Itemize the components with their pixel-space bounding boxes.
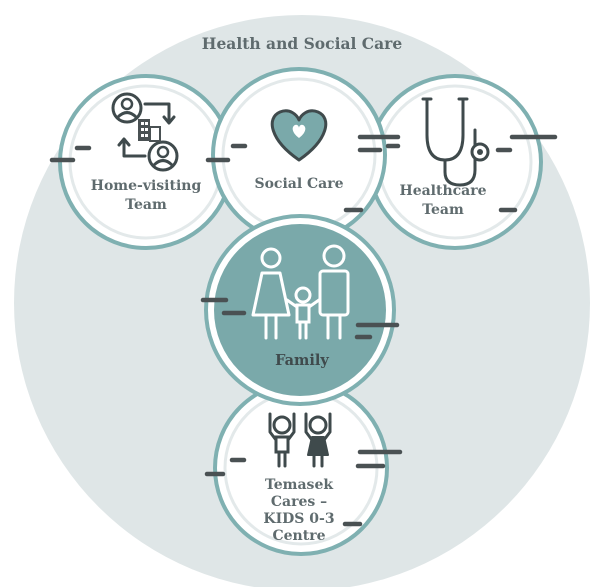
family-label: Family: [275, 352, 329, 369]
home-visiting-label-line2: Team: [125, 197, 167, 213]
home-visiting-node: Home-visiting Team: [58, 74, 234, 250]
stethoscope-icon: [421, 97, 490, 187]
healthcare-label-line1: Healthcare: [399, 183, 486, 199]
temasek-label-line1: Temasek: [265, 477, 333, 493]
connector-dashes: [49, 134, 558, 527]
healthcare-label-line2: Team: [422, 202, 464, 218]
healthcare-node: Healthcare Team: [367, 74, 543, 250]
home-visiting-inner: [68, 84, 224, 240]
heart-icon: [270, 109, 328, 162]
family-icon: [251, 244, 350, 340]
outer-circle-label: Health and Social Care: [202, 34, 403, 53]
social-care-node: Social Care: [211, 67, 387, 243]
home-visiting-label-line1: Home-visiting: [91, 178, 202, 194]
family-node: Family: [204, 214, 396, 406]
social-care-label: Social Care: [254, 176, 343, 192]
home-visit-icon: [111, 92, 179, 172]
temasek-label-line2: Cares –: [271, 494, 327, 510]
children-icon: [268, 412, 332, 468]
temasek-label-line3: KIDS 0-3: [263, 511, 334, 527]
temasek-label-line4: Centre: [273, 528, 326, 544]
